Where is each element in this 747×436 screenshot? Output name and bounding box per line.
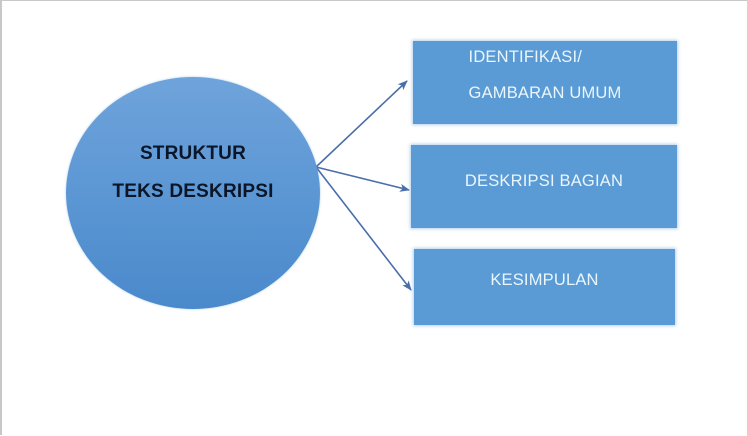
branch-1-line-2: GAMBARAN UMUM xyxy=(468,84,622,102)
central-node-line-2: TEKS DESKRIPSI xyxy=(112,181,274,202)
central-node-line-1: STRUKTUR xyxy=(139,143,247,164)
central-node-text: STRUKTUR TEKS DESKRIPSI xyxy=(112,135,273,211)
branch-box-kesimpulan: KESIMPULAN xyxy=(414,249,675,325)
branch-box-deskripsi-bagian: DESKRIPSI BAGIAN xyxy=(411,145,677,228)
branch-2-line-1: DESKRIPSI BAGIAN xyxy=(464,172,624,190)
branch-1-line-1: IDENTIFIKASI/ xyxy=(468,48,583,66)
central-node-circle: STRUKTUR TEKS DESKRIPSI xyxy=(66,77,320,309)
arrow-to-identifikasi xyxy=(315,80,408,168)
branch-box-identifikasi: IDENTIFIKASI/ GAMBARAN UMUM xyxy=(413,41,677,124)
branch-3-line-1: KESIMPULAN xyxy=(490,271,599,289)
arrow-to-deskripsi-bagian xyxy=(315,166,410,192)
arrow-to-kesimpulan xyxy=(315,166,412,291)
